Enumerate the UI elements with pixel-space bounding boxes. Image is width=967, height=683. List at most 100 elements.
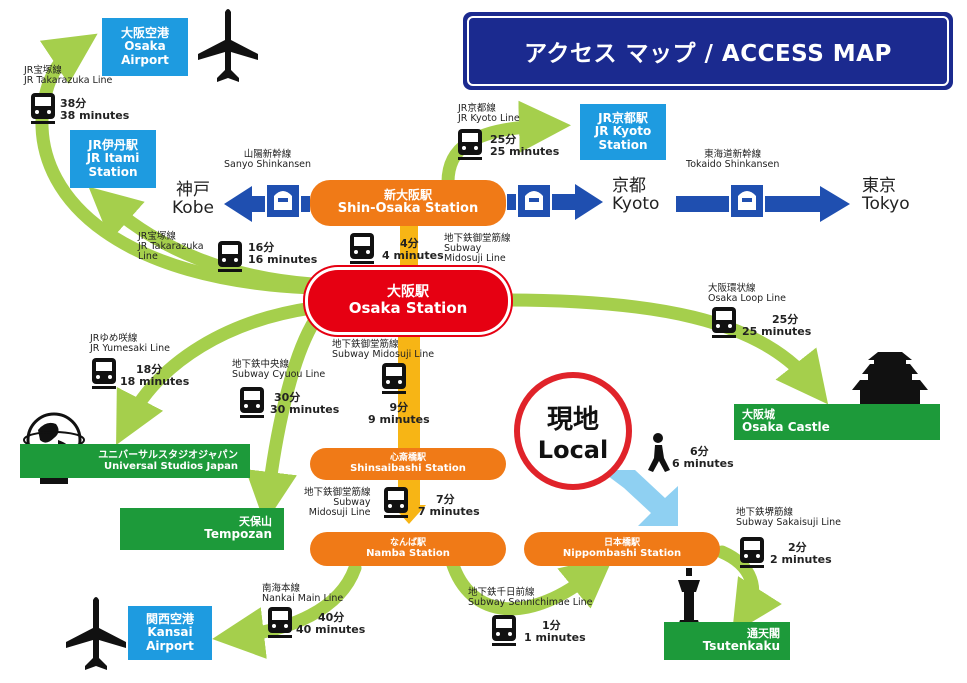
osaka-airport-en1: Osaka (124, 39, 166, 54)
time-midosuji-shin: 4分 4 minutes (382, 238, 444, 261)
label-midosuji-shin: 地下鉄御堂筋線 Subway Midosuji Line (444, 234, 511, 264)
line-jp: 地下鉄中央線 (232, 359, 290, 370)
city-kyoto: 京都 Kyoto (612, 176, 660, 214)
train-icon (492, 615, 516, 646)
nippombashi-station-jp: 日本橋駅 (603, 538, 640, 549)
line-jp: JRゆめ咲線 (90, 333, 138, 344)
line-en: JR Kyoto Line (458, 112, 520, 124)
local-marker: 現地 Local (514, 372, 632, 490)
train-icon (218, 241, 242, 272)
shin-osaka-station-jp: 新大阪駅 (383, 188, 432, 202)
time-jp: 6分 (690, 445, 709, 458)
route-osaka-to-itami (88, 186, 319, 291)
label-sakaisuji: 地下鉄堺筋線 Subway Sakaisuji Line (736, 508, 841, 528)
line-jp: JR宝塚線 (138, 231, 176, 242)
time-walk: 6分 6 minutes (672, 446, 734, 469)
kyoto-en: Kyoto (612, 193, 660, 214)
namba-station[interactable]: なんば駅 Namba Station (310, 532, 506, 566)
route-osaka-to-usj (116, 301, 319, 446)
local-jp: 現地 (546, 404, 599, 435)
osaka-castle-box[interactable]: 大阪城 Osaka Castle (734, 404, 940, 440)
time-en: 30 minutes (270, 402, 340, 416)
line-jp: 東海道新幹線 (704, 149, 762, 160)
line-en: Sanyo Shinkansen (224, 158, 312, 170)
tsutenkaku-jp: 通天閣 (747, 627, 780, 641)
osaka-castle-en: Osaka Castle (742, 420, 830, 435)
nippombashi-station-en: Nippombashi Station (562, 548, 682, 560)
label-sanyo: 山陽新幹線 Sanyo Shinkansen (224, 150, 311, 170)
line-en: JR Yumesaki Line (90, 342, 170, 354)
airplane-icon (66, 597, 126, 670)
nippombashi-station[interactable]: 日本橋駅 Nippombashi Station (524, 532, 720, 566)
label-nankai: 南海本線 Nankai Main Line (262, 584, 343, 604)
osaka-station[interactable]: 大阪駅 Osaka Station (308, 270, 508, 332)
time-midosuji-namba: 7分 7 minutes (418, 494, 480, 517)
itami-station-box[interactable]: JR伊丹駅 JR Itami Station (70, 130, 156, 188)
line-en: JR Takarazuka Line (24, 74, 113, 86)
time-en: 25 minutes (490, 144, 560, 158)
time-en: 38 minutes (60, 108, 130, 122)
train-icon (384, 487, 408, 518)
usj-en: Universal Studios Japan (104, 461, 238, 472)
time-en: 6 minutes (672, 456, 734, 470)
line-jp: 地下鉄堺筋線 (736, 507, 794, 518)
walk-arrow (600, 470, 678, 526)
line-en2: Midosuji Line (444, 252, 506, 264)
time-en: 16 minutes (248, 252, 318, 266)
time-en: 25 minutes (742, 324, 812, 338)
osaka-station-en: Osaka Station (348, 299, 468, 318)
time-en: 40 minutes (296, 622, 366, 636)
label-midosuji-shinsai: 地下鉄御堂筋線 Subway Midosuji Line (332, 340, 434, 360)
line-en: Tokaido Shinkansen (686, 158, 780, 170)
train-icon (382, 363, 406, 394)
namba-station-jp: なんば駅 (389, 538, 426, 549)
kyoto-jp: 京都 (612, 176, 646, 196)
label-tokaido: 東海道新幹線 Tokaido Shinkansen (686, 150, 779, 170)
label-chuo: 地下鉄中央線 Subway Cyuou Line (232, 360, 325, 380)
shinsaibashi-station-jp: 心斎橋駅 (389, 453, 426, 464)
kyoto-station-jp: JR京都駅 (598, 110, 648, 125)
train-icon (350, 233, 374, 264)
time-jp: 38分 (60, 97, 87, 110)
line-jp: JR京都線 (458, 103, 496, 114)
osaka-airport-box[interactable]: 大阪空港 Osaka Airport (102, 18, 188, 76)
time-jp: 25分 (772, 313, 799, 326)
kansai-airport-en2: Airport (146, 638, 194, 653)
train-icon (712, 307, 736, 338)
time-jp: 18分 (136, 363, 163, 376)
time-sakaisuji: 2分 2 minutes (770, 542, 832, 565)
time-takarazuka-itami: 16分 16 minutes (248, 242, 317, 265)
kansai-airport-box[interactable]: 関西空港 Kansai Airport (128, 606, 212, 660)
shin-osaka-station[interactable]: 新大阪駅 Shin-Osaka Station (310, 180, 506, 226)
line-jp: 大阪環状線 (708, 283, 756, 294)
shinkansen-icon (516, 183, 552, 219)
train-icon (92, 358, 116, 389)
time-jp: 40分 (318, 611, 345, 624)
time-jp: 2分 (788, 541, 807, 554)
itami-jp: JR伊丹駅 (88, 137, 138, 152)
line-jp: 南海本線 (262, 583, 301, 594)
train-icon (240, 387, 264, 418)
label-loop: 大阪環状線 Osaka Loop Line (708, 284, 786, 304)
kyoto-station-en2: Station (598, 137, 648, 152)
line-jp: 地下鉄御堂筋線 (332, 339, 399, 350)
city-kobe: 神戸 Kobe (172, 181, 214, 218)
tokyo-jp: 東京 (862, 176, 896, 196)
line-jp: 地下鉄御堂筋線 (304, 487, 371, 498)
osaka-station-jp: 大阪駅 (387, 283, 429, 300)
train-icon (740, 537, 764, 568)
osaka-airport-jp: 大阪空港 (120, 25, 169, 40)
usj-box[interactable]: ユニバーサルスタジオジャパン Universal Studios Japan (20, 444, 250, 478)
time-jp: 4分 (400, 237, 419, 250)
label-yumesaki: JRゆめ咲線 JR Yumesaki Line (90, 334, 170, 354)
kyoto-station-box[interactable]: JR京都駅 JR Kyoto Station (580, 104, 666, 160)
line-en2: Line (138, 250, 158, 262)
time-takarazuka-airport: 38分 38 minutes (60, 98, 129, 121)
tsutenkaku-box[interactable]: 通天閣 Tsutenkaku (664, 622, 790, 660)
train-icon (458, 129, 482, 160)
time-en: 4 minutes (382, 248, 444, 262)
time-jp: 1分 (542, 619, 561, 632)
time-jp: 16分 (248, 241, 275, 254)
tempozan-box[interactable]: 天保山 Tempozan (120, 508, 284, 550)
shinsaibashi-station[interactable]: 心斎橋駅 Shinsaibashi Station (310, 448, 506, 480)
